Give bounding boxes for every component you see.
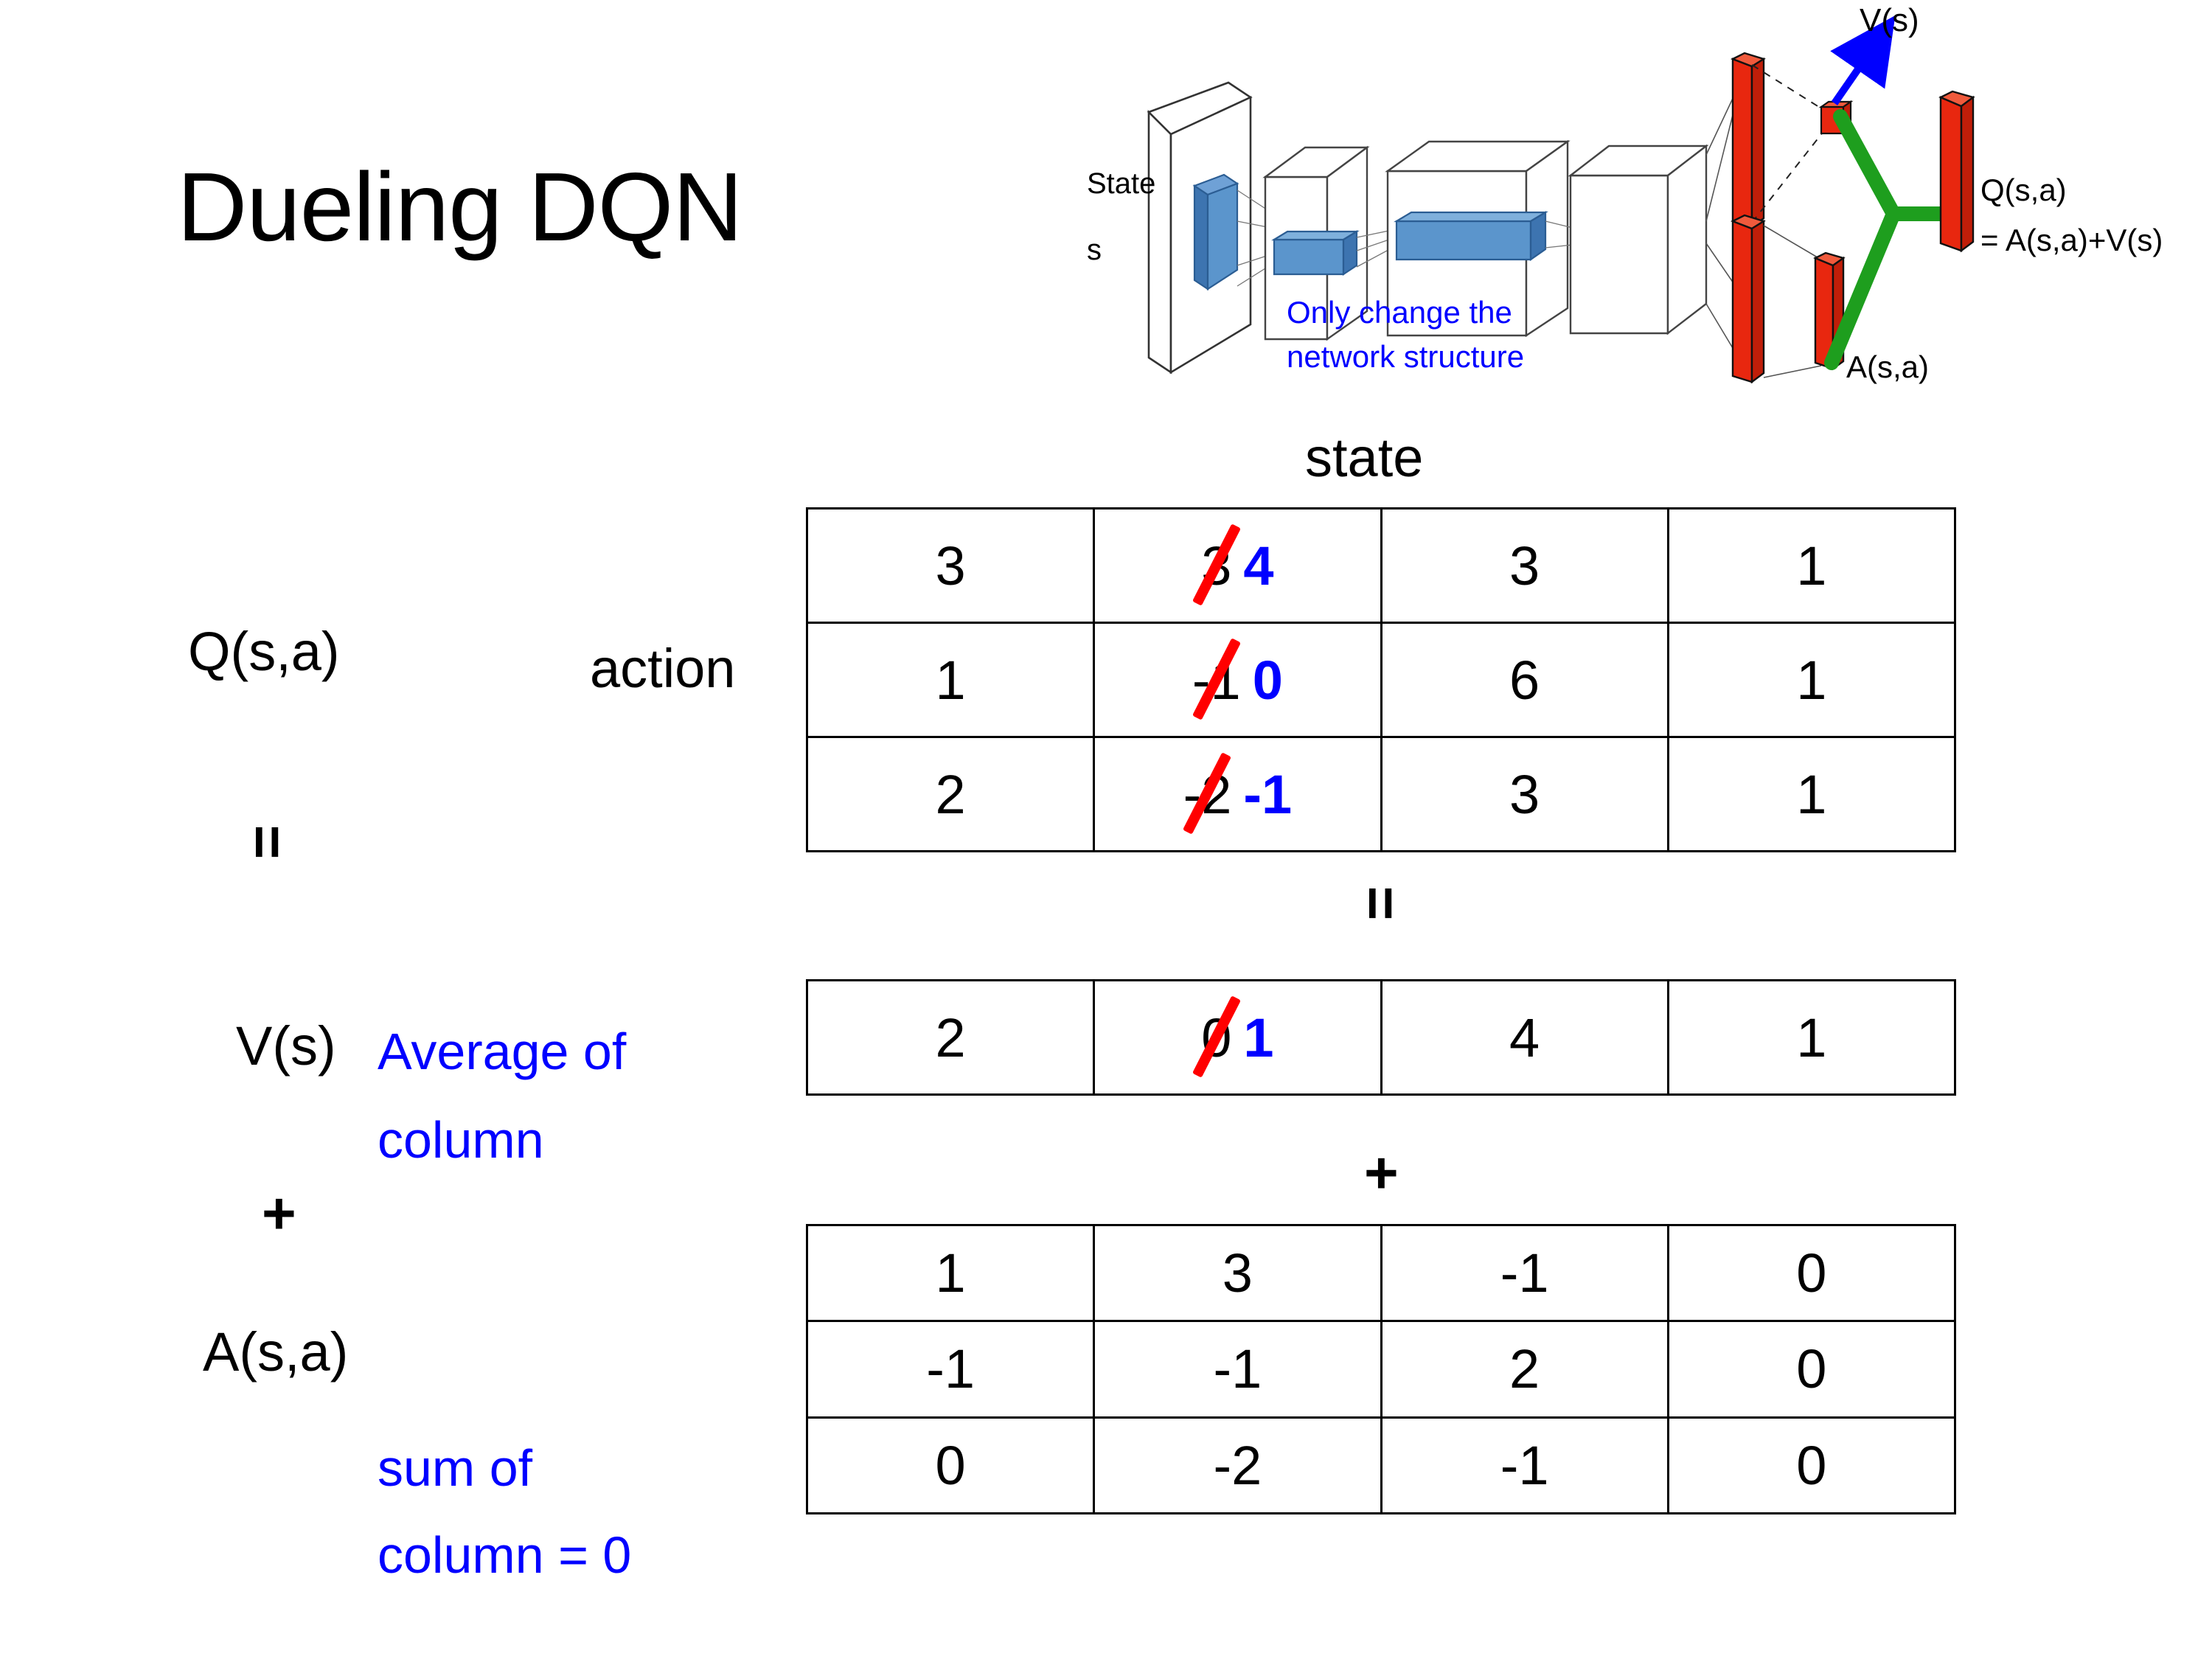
equals-center-operator: = <box>1348 886 1414 919</box>
table-cell: 3 <box>805 507 1096 624</box>
a-note-line1: sum of <box>378 1439 533 1497</box>
strikethrough-mark <box>1183 751 1232 835</box>
a-section-label: A(s,a) <box>203 1321 349 1382</box>
state-axis-label: state <box>1305 427 1424 488</box>
v-note-line2: column <box>378 1111 544 1169</box>
table-cell: -1 <box>1093 1320 1382 1419</box>
table-cell: 0 <box>805 1416 1096 1515</box>
table-cell: -1 <box>1380 1223 1669 1323</box>
plus-center-operator: + <box>1364 1140 1399 1206</box>
table-cell: 1 <box>1666 979 1957 1096</box>
old-value: 0 <box>1192 995 1241 1078</box>
table-cell: 2 <box>1380 1320 1669 1419</box>
table-cell: -1 <box>1380 1416 1669 1515</box>
v-section-label: V(s) <box>236 1015 336 1077</box>
old-value: -2 <box>1183 751 1232 835</box>
table-cell: 3 <box>1093 1223 1382 1323</box>
new-value: 4 <box>1243 535 1274 597</box>
table-cell: 6 <box>1380 622 1669 738</box>
table-cell: -1 <box>805 1320 1096 1419</box>
table-cell: -2 <box>1093 1416 1382 1515</box>
table-cell: 1 <box>1666 736 1957 852</box>
diagram-note-line1: Only change the <box>1287 295 1512 330</box>
q-section-label: Q(s,a) <box>188 621 340 682</box>
table-cell: 1 <box>1666 507 1957 624</box>
diagram-state-label-line2: s <box>1087 234 1102 266</box>
strikethrough-mark <box>1192 637 1241 720</box>
old-value: -1 <box>1192 637 1241 720</box>
diagram-q-label-line1: Q(s,a) <box>1980 173 2067 207</box>
table-cell: 1 <box>1666 622 1957 738</box>
table-cell: 0 <box>1666 1320 1957 1419</box>
strikethrough-mark <box>1192 523 1241 606</box>
new-value: 1 <box>1243 1006 1274 1068</box>
plus-left-operator: + <box>262 1180 296 1246</box>
table-cell: 0 <box>1666 1223 1957 1323</box>
new-value: -1 <box>1243 763 1293 825</box>
table-cell: 2 <box>805 979 1096 1096</box>
diagram-note-line2: network structure <box>1287 339 1524 374</box>
diagram-advantage-label: A(s,a) <box>1846 349 1929 384</box>
diagram-state-label-line1: State <box>1087 167 1155 200</box>
dueling-network-diagram: State s Only change the network structur… <box>1084 0 2212 413</box>
action-axis-label: action <box>590 638 736 699</box>
page-title: Dueling DQN <box>177 153 743 261</box>
equals-left-operator: = <box>234 824 301 858</box>
table-cell: 1 <box>805 622 1096 738</box>
table-cell: 2 <box>805 736 1096 852</box>
diagram-q-label-line2: = A(s,a)+V(s) <box>1980 223 2163 257</box>
diagram-value-label: V(s) <box>1860 2 1919 38</box>
table-cell: 0 <box>1666 1416 1957 1515</box>
old-value: 3 <box>1192 523 1241 606</box>
new-value: 0 <box>1252 649 1283 711</box>
table-cell-edited: -2-1 <box>1093 736 1382 852</box>
table-cell: 3 <box>1380 507 1669 624</box>
table-cell: 4 <box>1380 979 1669 1096</box>
v-note-line1: Average of <box>378 1023 627 1080</box>
a-note-line2: column = 0 <box>378 1526 632 1584</box>
table-cell: 3 <box>1380 736 1669 852</box>
strikethrough-mark <box>1192 995 1241 1078</box>
table-cell: 1 <box>805 1223 1096 1323</box>
